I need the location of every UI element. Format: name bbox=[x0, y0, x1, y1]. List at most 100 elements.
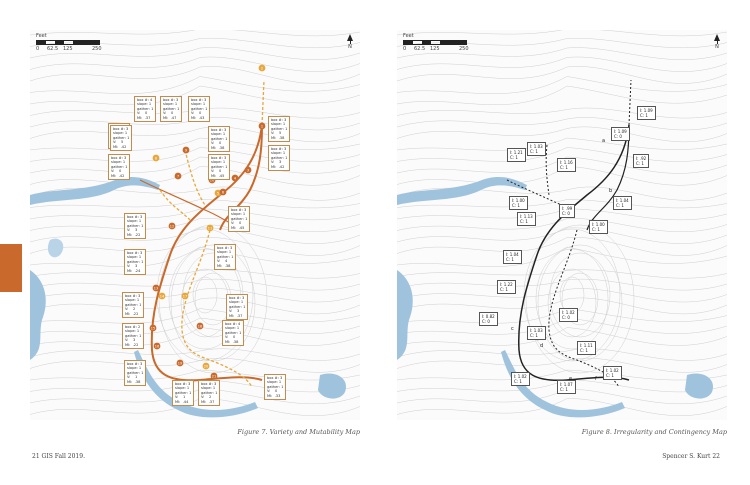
scale-bar: Feet 0 62.5 125 250 bbox=[36, 33, 106, 52]
contour-line bbox=[30, 137, 360, 151]
segment-label-line: box #: 3 bbox=[113, 127, 129, 131]
segment-label-line: I: 0.82 bbox=[482, 314, 495, 319]
segment-label-line: box #: 3 bbox=[271, 118, 287, 122]
contour-line bbox=[397, 117, 727, 131]
segment-label-line: I: 1.11 bbox=[580, 343, 593, 348]
marker-dot bbox=[176, 359, 184, 367]
contour-line bbox=[397, 246, 727, 267]
segment-label-line: slope: 1 bbox=[271, 122, 286, 127]
segment-label-line: gather: 1 bbox=[211, 136, 228, 141]
contour-line bbox=[397, 76, 727, 94]
figure-caption: Figure 7. Variety and Mutability Map bbox=[237, 428, 360, 436]
segment-label-line: MI: .38 bbox=[271, 135, 285, 140]
segment-label-line: box #: 3 bbox=[201, 382, 217, 386]
segment-label-line: gather: 1 bbox=[271, 155, 288, 160]
scale-bar-graphic bbox=[36, 40, 100, 45]
segment-label-line: box #: 3 bbox=[211, 156, 227, 160]
contour-line bbox=[535, 248, 609, 350]
marker-number: 14 bbox=[160, 295, 165, 299]
route-marker: 20 bbox=[202, 362, 210, 370]
segment-label-line: slope: 1 bbox=[211, 160, 226, 165]
scale-tick: 0 bbox=[403, 46, 407, 52]
contour-line bbox=[537, 244, 623, 362]
segment-label-line: I: 1.07 bbox=[560, 382, 573, 387]
route-letter: f bbox=[595, 376, 597, 382]
contour-line bbox=[30, 269, 360, 279]
route-letter: a bbox=[602, 138, 606, 144]
contour-line bbox=[397, 199, 727, 209]
segment-label-line: V: 3 bbox=[127, 228, 138, 233]
segment-label-line: C: 0 bbox=[562, 315, 570, 320]
marker-dot bbox=[152, 284, 160, 292]
segment-label-line: V: 0 bbox=[211, 141, 222, 146]
segment-label-line: slope: 1 bbox=[175, 386, 190, 391]
segment-label-line: MI: .38 bbox=[127, 379, 141, 384]
route-marker: 19 bbox=[176, 359, 184, 367]
scale-bar-graphic bbox=[403, 40, 467, 45]
segment-label-line: box #: 3 bbox=[229, 296, 245, 300]
route-marker: 11 bbox=[206, 224, 214, 232]
route-marker: 17 bbox=[181, 292, 189, 300]
chapter-tab bbox=[0, 244, 22, 292]
scale-ticks: 0 62.5 125 250 bbox=[36, 46, 106, 52]
segment-label-line: I: 1.04 bbox=[616, 198, 629, 203]
river bbox=[30, 177, 160, 205]
segment-label-line: I: 1.09 bbox=[614, 129, 627, 134]
contour-line bbox=[30, 278, 360, 291]
scale-unit: Feet bbox=[403, 33, 414, 39]
segment-label-line: V: 3 bbox=[271, 160, 282, 165]
marker-number: 18 bbox=[198, 325, 202, 329]
segment-label-line: gather: 1 bbox=[175, 390, 192, 395]
segment-label-line: V: 4 bbox=[217, 259, 228, 264]
segment-label-line: gather: 1 bbox=[127, 370, 144, 375]
marker-dot bbox=[244, 166, 252, 174]
contour-line bbox=[397, 137, 727, 151]
scale-tick: 125 bbox=[430, 46, 440, 52]
contour-line bbox=[30, 208, 360, 221]
segment-label-line: MI: .22 bbox=[125, 311, 139, 316]
segment-label-line: gather: 1 bbox=[125, 302, 142, 307]
contour-line bbox=[547, 268, 597, 338]
contour-line bbox=[549, 252, 611, 338]
segment-label-line: box #: 2 bbox=[125, 325, 141, 329]
pond-west bbox=[397, 270, 413, 360]
marker-number: 11 bbox=[208, 227, 212, 231]
marker-number: 1 bbox=[261, 125, 263, 129]
segment-label-line: box #: 3 bbox=[271, 147, 287, 151]
marker-dot bbox=[174, 172, 182, 180]
segment-label-line: I: 1.13 bbox=[520, 214, 533, 219]
marker-dot bbox=[202, 362, 210, 370]
segment-label-line: I: 1.16 bbox=[560, 160, 573, 165]
contour-line bbox=[30, 30, 360, 37]
segment-label-line: gather: 1 bbox=[231, 216, 248, 221]
segment-label-line: gather: 1 bbox=[217, 254, 234, 259]
segment-label-line: MI: .22 bbox=[125, 342, 139, 347]
segment-label-line: V: 0 bbox=[225, 335, 236, 340]
segment-label-line: MI: .38 bbox=[211, 145, 225, 150]
segment-label-line: I: 1.03 bbox=[530, 144, 543, 149]
marker-dot bbox=[149, 324, 157, 332]
segment-label-line: box #: 3 bbox=[127, 215, 143, 219]
segment-label-line: slope: 1 bbox=[271, 151, 286, 156]
segment-label-line: gather: 1 bbox=[127, 259, 144, 264]
contour-line bbox=[397, 227, 727, 244]
route-letter: b bbox=[609, 188, 613, 194]
contour-line bbox=[30, 56, 360, 72]
contour-line bbox=[397, 398, 727, 416]
segment-label-line: C: 1 bbox=[530, 149, 538, 154]
